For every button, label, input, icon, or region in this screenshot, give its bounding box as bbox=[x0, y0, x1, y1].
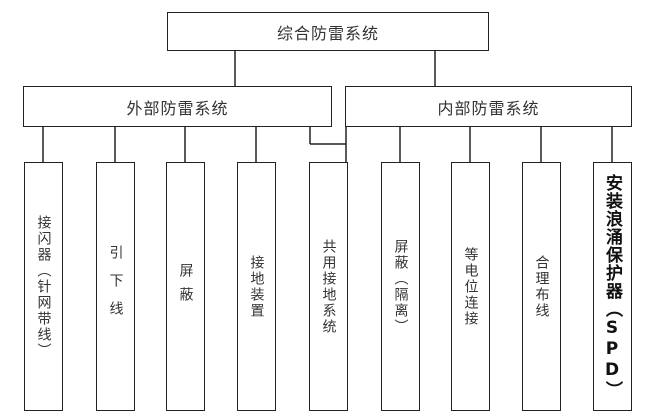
leaf-grounding-device: 接地装置 bbox=[237, 162, 276, 411]
external-lightning-protection-node: 外部防雷系统 bbox=[23, 86, 332, 127]
leaf-rational-wiring: 合理布线 bbox=[522, 162, 561, 411]
leaf-down-conductor: 引下线 bbox=[96, 162, 135, 411]
leaf-common-grounding-system: 共用接地系统 bbox=[309, 162, 348, 411]
leaf-label: 屏蔽（隔离） bbox=[392, 238, 409, 335]
leaf-label: 共用接地系统 bbox=[320, 238, 337, 335]
leaf-label: 接闪器（针网带线） bbox=[35, 214, 52, 359]
internal-node-label: 内部防雷系统 bbox=[437, 98, 540, 118]
leaf-label: 屏蔽 bbox=[177, 262, 194, 311]
leaf-label: 合理布线 bbox=[533, 254, 550, 319]
root-node-label: 综合防雷系统 bbox=[276, 23, 379, 43]
leaf-label: 安装浪涌保护器（SPD） bbox=[602, 174, 622, 399]
leaf-label: 等电位连接 bbox=[462, 246, 479, 327]
leaf-surge-protective-device: 安装浪涌保护器（SPD） bbox=[593, 162, 632, 411]
leaf-shielding-isolation: 屏蔽（隔离） bbox=[381, 162, 420, 411]
leaf-label: 引下线 bbox=[107, 244, 124, 329]
leaf-air-terminal: 接闪器（针网带线） bbox=[24, 162, 63, 411]
root-node: 综合防雷系统 bbox=[167, 12, 489, 51]
leaf-equipotential-bonding: 等电位连接 bbox=[451, 162, 490, 411]
external-node-label: 外部防雷系统 bbox=[126, 98, 229, 118]
internal-lightning-protection-node: 内部防雷系统 bbox=[345, 86, 632, 127]
leaf-shielding-external: 屏蔽 bbox=[166, 162, 205, 411]
leaf-label: 接地装置 bbox=[248, 254, 265, 319]
